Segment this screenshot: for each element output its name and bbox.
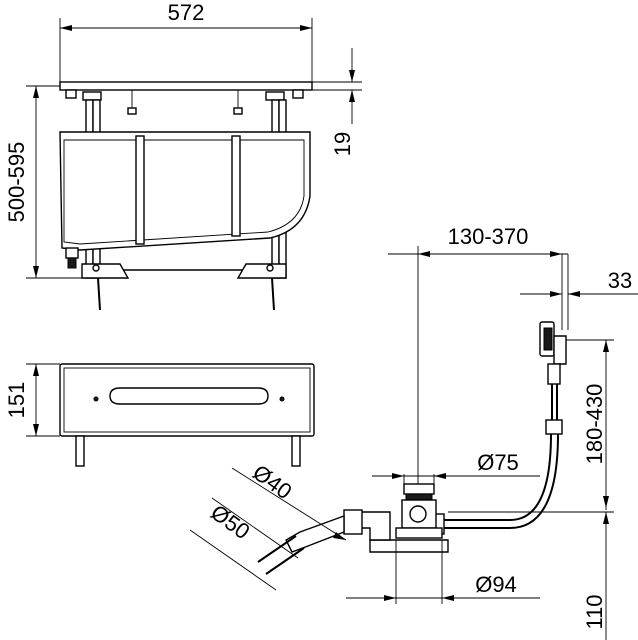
dimension-diameter-94: Ø94 xyxy=(346,540,540,604)
dimension-151: 151 xyxy=(4,363,60,437)
dimension-diameter-75: Ø75 xyxy=(372,450,540,484)
dimension-33: 33 xyxy=(520,254,638,330)
box-side-view xyxy=(59,363,315,467)
dimension-500-595: 500-595 xyxy=(4,85,82,279)
dimension-diameter-50: Ø50 xyxy=(189,497,299,591)
dimension-diameter-94-label: Ø94 xyxy=(475,572,517,597)
frame-front-view xyxy=(59,81,313,311)
dimension-130-370-label: 130-370 xyxy=(448,224,529,249)
dimension-180-430-label: 180-430 xyxy=(582,384,607,465)
dimension-572: 572 xyxy=(59,0,313,82)
dimension-diameter-50-label: Ø50 xyxy=(206,500,254,545)
dimension-diameter-40-label: Ø40 xyxy=(248,460,296,505)
dimension-diameter-75-label: Ø75 xyxy=(477,450,519,475)
dimension-151-label: 151 xyxy=(4,382,29,419)
dimension-33-label: 33 xyxy=(608,268,632,293)
dimension-572-label: 572 xyxy=(168,0,205,25)
drain-overflow-assembly xyxy=(257,321,567,575)
dimension-500-595-label: 500-595 xyxy=(4,142,29,223)
dimension-180-430: 180-430 xyxy=(566,339,614,510)
dimension-110-label: 110 xyxy=(582,594,607,629)
dimension-19-label: 19 xyxy=(330,132,355,156)
dimension-130-370: 130-370 xyxy=(388,224,568,484)
dimension-19: 19 xyxy=(312,48,362,156)
dimension-110: 110 xyxy=(448,511,614,640)
